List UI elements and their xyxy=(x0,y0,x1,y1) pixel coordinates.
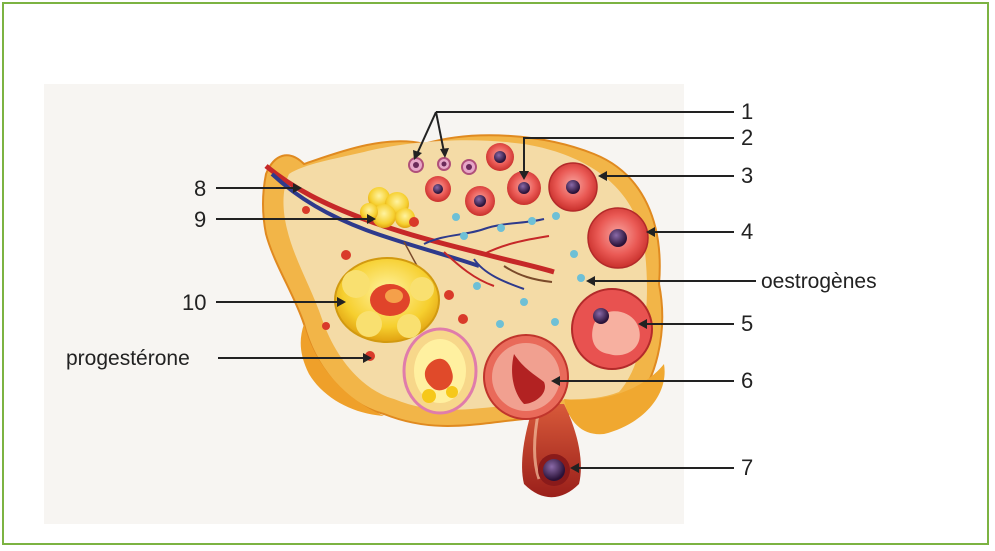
label-4: 4 xyxy=(741,219,753,244)
label-progesterone: progestérone xyxy=(66,347,190,370)
label-9: 9 xyxy=(194,207,206,232)
label-10: 10 xyxy=(182,290,206,315)
corpus-luteum xyxy=(335,258,439,342)
label-7: 7 xyxy=(741,455,753,480)
tertiary-follicle xyxy=(588,208,648,268)
secondary-follicle xyxy=(549,163,597,211)
label-8: 8 xyxy=(194,176,206,201)
ovary-diagram: 1 2 3 4 oestrogènes 5 6 7 8 9 10 progest… xyxy=(4,4,995,551)
label-3: 3 xyxy=(741,163,753,188)
figure-frame: 1 2 3 4 oestrogènes 5 6 7 8 9 10 progest… xyxy=(2,2,989,545)
label-5: 5 xyxy=(741,311,753,336)
released-oocyte xyxy=(538,454,570,486)
label-oestrogenes: oestrogènes xyxy=(761,270,877,293)
mature-follicle xyxy=(572,289,652,369)
corpus-albicans xyxy=(404,329,476,413)
label-6: 6 xyxy=(741,368,753,393)
label-1: 1 xyxy=(741,99,753,124)
label-2: 2 xyxy=(741,125,753,150)
